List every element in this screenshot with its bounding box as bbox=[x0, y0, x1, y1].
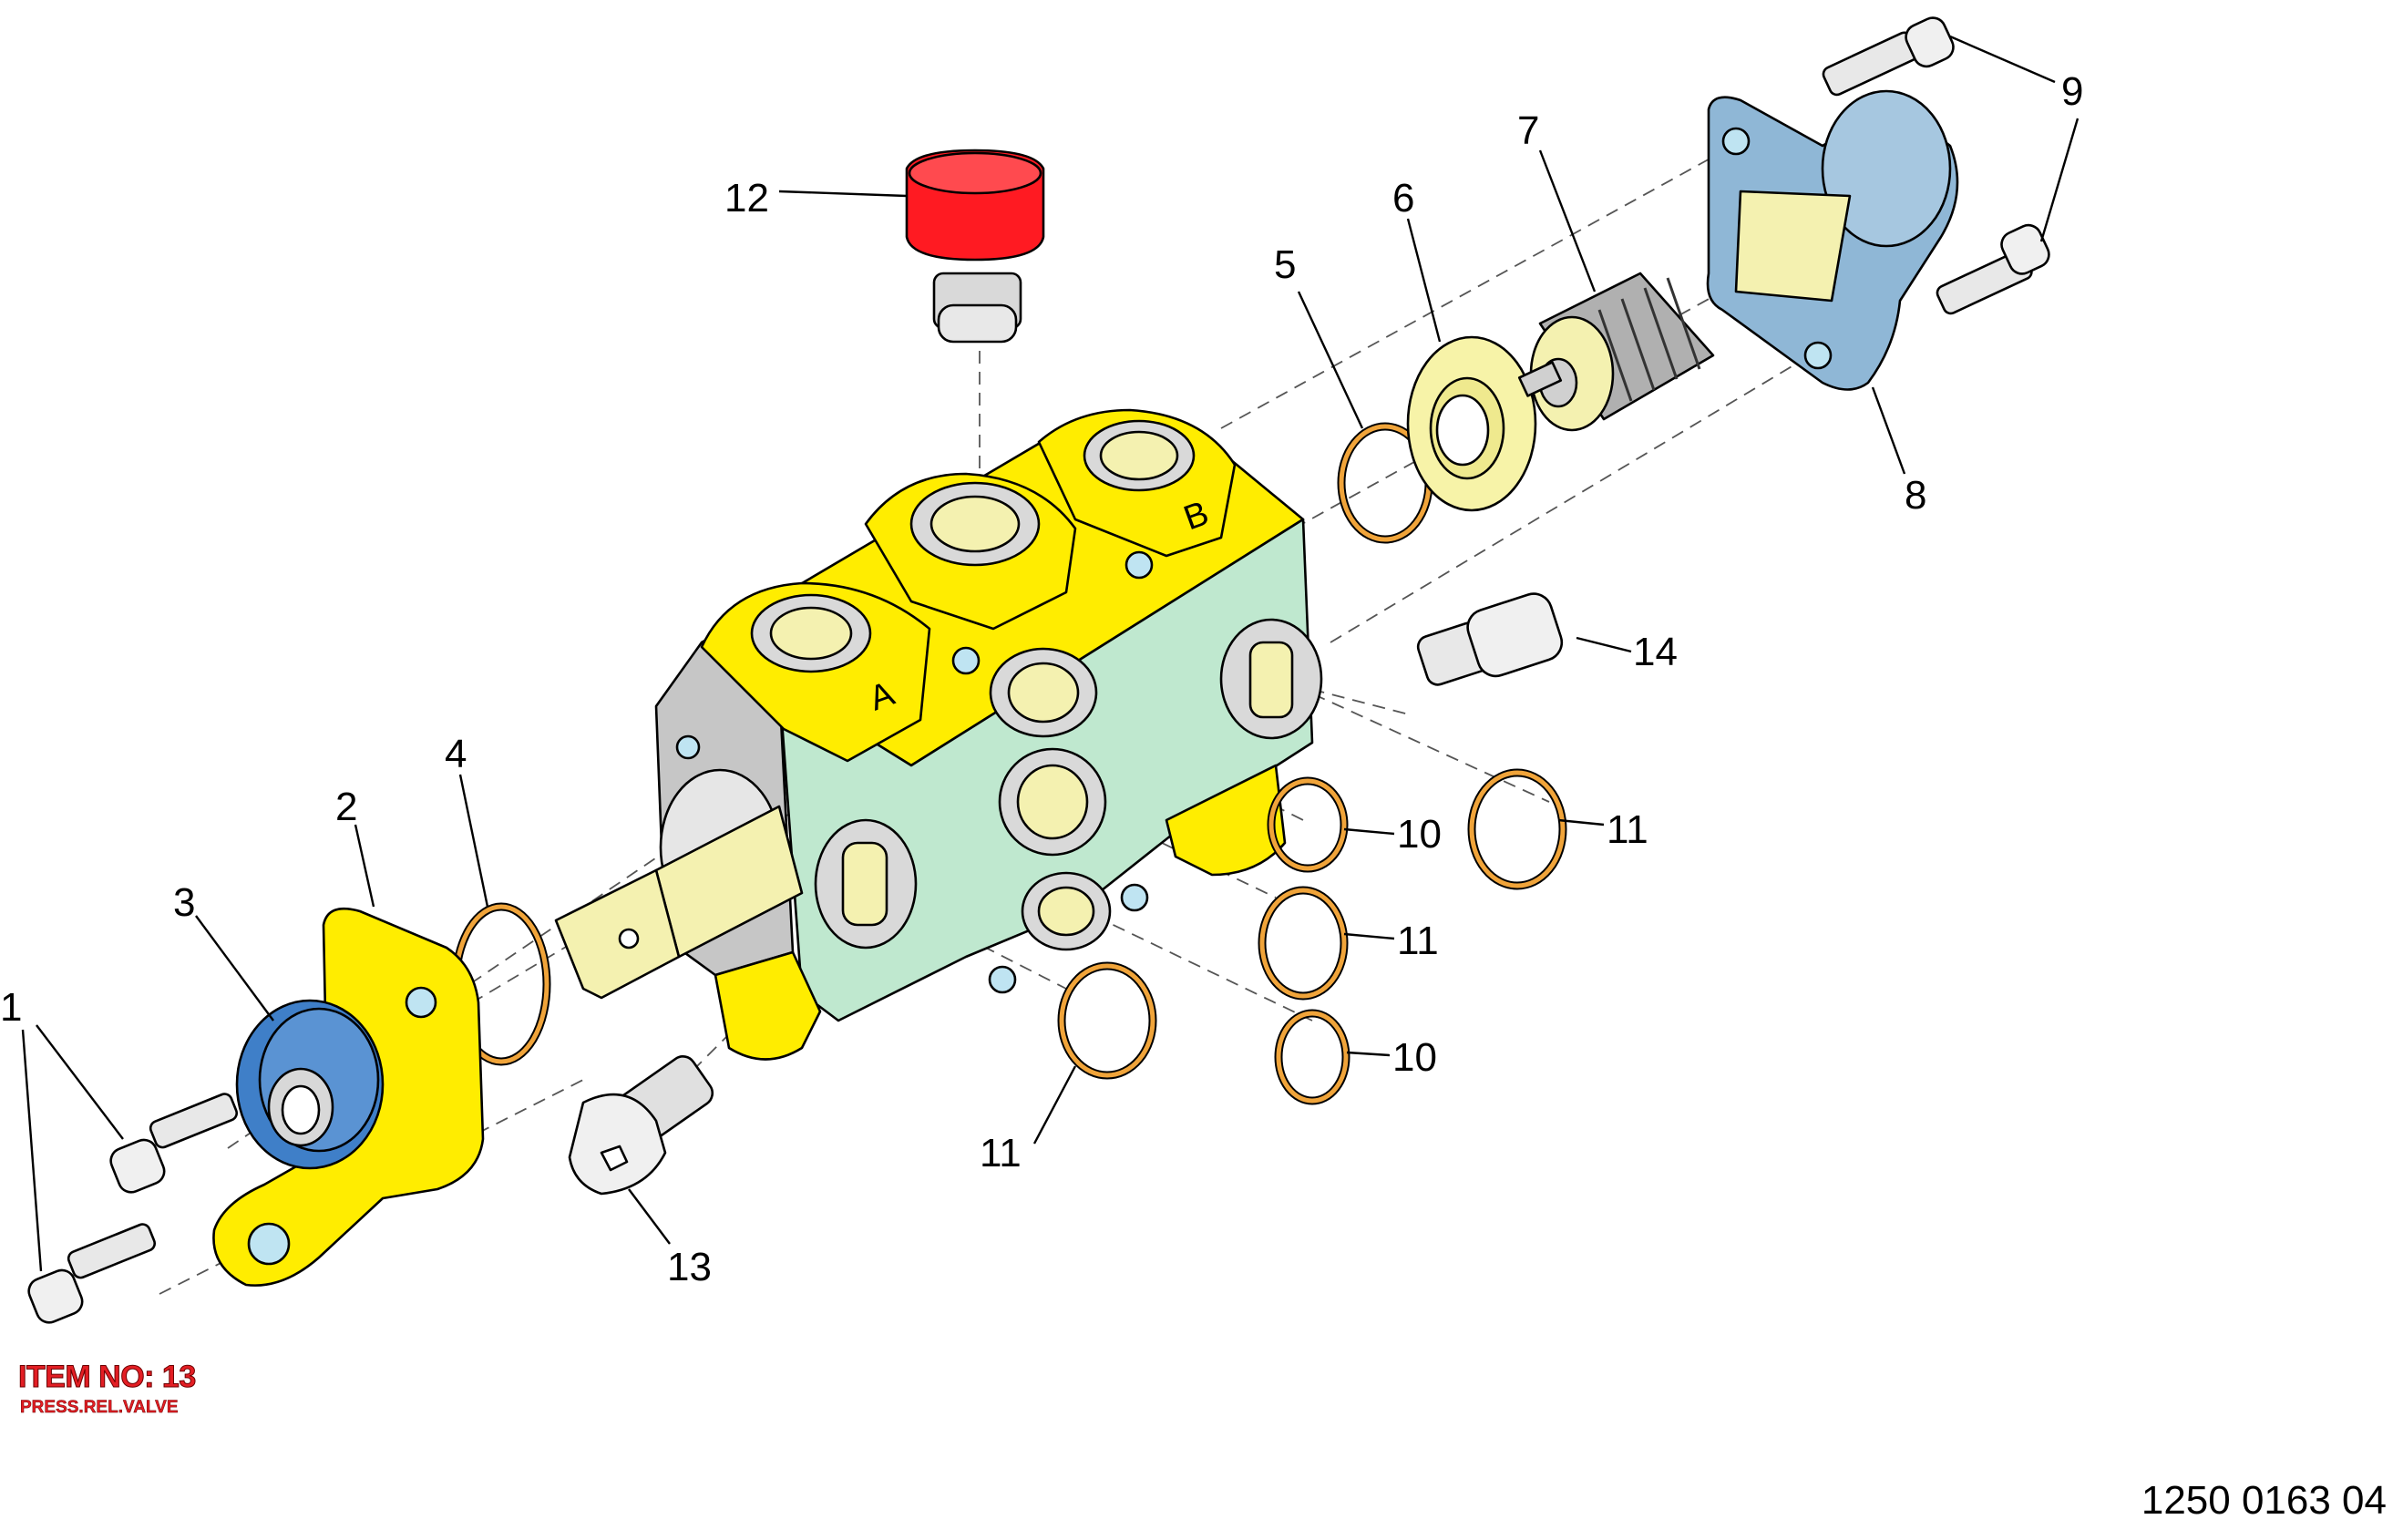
body-hole-3 bbox=[1120, 883, 1149, 912]
callout-11-middle: 11 bbox=[1397, 919, 1439, 963]
callout-2: 2 bbox=[335, 785, 357, 829]
part-7-spring-cartridge bbox=[1517, 272, 1715, 432]
callout-8: 8 bbox=[1905, 473, 1926, 518]
front-port-right-slot-inner bbox=[1248, 641, 1294, 719]
part-11-oring-middle bbox=[1258, 886, 1349, 1001]
front-port-lower-inner bbox=[1037, 886, 1095, 937]
callouts: 1 2 3 4 5 6 7 8 9 10 10 11 11 11 12 13 1… bbox=[0, 69, 2083, 1289]
part-13-relief-valve bbox=[568, 1055, 714, 1196]
callout-12: 12 bbox=[724, 176, 769, 221]
part-1-bolts bbox=[27, 1093, 239, 1324]
front-port-upper-left-inner bbox=[1007, 662, 1080, 724]
valve-body: A B bbox=[654, 408, 1323, 1061]
drawing-number: 1250 0163 04 bbox=[2141, 1478, 2387, 1523]
callout-10-upper: 10 bbox=[1397, 812, 1442, 857]
callout-9: 9 bbox=[2061, 69, 2083, 114]
part-12-plug-cap bbox=[905, 149, 1045, 344]
callout-13: 13 bbox=[667, 1245, 712, 1289]
port-bore-a-inner bbox=[769, 606, 853, 661]
part-11-oring-lower bbox=[1057, 961, 1157, 1080]
item-description-label: PRESS.REL.VALVE bbox=[20, 1398, 179, 1418]
part-10-oring-lower bbox=[1274, 1009, 1350, 1105]
spool-eye-hole bbox=[618, 928, 640, 950]
cap-stem bbox=[937, 303, 1018, 344]
callout-11-right: 11 bbox=[1607, 807, 1648, 852]
part-6-washer bbox=[1406, 335, 1537, 512]
callout-3: 3 bbox=[173, 880, 195, 925]
part-8-end-cover bbox=[1706, 89, 1959, 391]
part-10-oring-upper bbox=[1267, 776, 1349, 873]
spool-eye-end bbox=[554, 868, 681, 1000]
callout-4: 4 bbox=[445, 732, 467, 776]
cap-top bbox=[908, 151, 1042, 195]
callout-5: 5 bbox=[1274, 242, 1296, 287]
body-hole-1 bbox=[951, 646, 981, 675]
callout-6: 6 bbox=[1392, 176, 1414, 221]
spool bbox=[554, 805, 804, 1000]
body-hole-5 bbox=[675, 734, 701, 760]
item-number-label: ITEM NO: 13 bbox=[18, 1360, 197, 1395]
leader-lines bbox=[21, 35, 2080, 1272]
callout-11-lower: 11 bbox=[980, 1131, 1022, 1176]
front-port-middle-inner bbox=[1016, 764, 1089, 840]
body-lower-lug bbox=[714, 950, 822, 1061]
part-11-oring-right bbox=[1467, 768, 1567, 890]
port-bore-b-inner bbox=[1099, 430, 1179, 481]
part-9-bolts bbox=[1822, 16, 2050, 315]
body-hole-2 bbox=[1124, 550, 1154, 580]
callout-1: 1 bbox=[0, 985, 22, 1030]
callout-10-lower: 10 bbox=[1392, 1035, 1437, 1080]
port-bore-p-inner bbox=[929, 495, 1021, 553]
part-3-shaft-seal bbox=[235, 999, 385, 1170]
part-14-plug bbox=[1416, 592, 1564, 686]
body-right-lug bbox=[1165, 764, 1287, 877]
front-port-left-slot-inner bbox=[841, 841, 888, 927]
body-hole-4 bbox=[988, 965, 1017, 994]
callout-7: 7 bbox=[1517, 108, 1539, 153]
callout-14: 14 bbox=[1633, 630, 1678, 674]
